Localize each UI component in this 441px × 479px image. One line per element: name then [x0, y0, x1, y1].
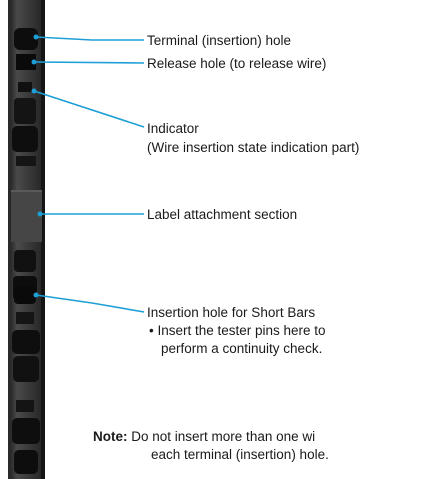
note-block: Note: Do not insert more than one wi eac… [93, 428, 329, 464]
indicator-detail-label: (Wire insertion state indication part) [147, 140, 360, 155]
note-heading: Note: [93, 429, 128, 444]
label-attachment-section [11, 190, 42, 242]
leader-lines [33, 36, 145, 313]
terminal-hole-marker [33, 34, 39, 40]
short-bar-leader [35, 294, 145, 313]
label-section-label: Label attachment section [147, 207, 298, 222]
note-line-1: Do not insert more than one wi [131, 429, 316, 444]
release-hole-leader [33, 61, 145, 64]
indicator-label: Indicator [147, 121, 199, 136]
short-bar-hole [14, 286, 36, 304]
indicator-marker [31, 88, 37, 94]
release-hole [16, 54, 36, 70]
indicator-window [18, 82, 32, 92]
terminal-hole [14, 28, 38, 50]
short-bar-note-line-1: • Insert the tester pins here to [149, 323, 326, 338]
terminal-hole-label: Terminal (insertion) hole [147, 33, 292, 48]
note-line-2: each terminal (insertion) hole. [151, 447, 329, 462]
indicator-leader [33, 90, 145, 128]
short-bar-hole-label: Insertion hole for Short Bars [147, 305, 316, 320]
release-hole-label: Release hole (to release wire) [147, 56, 327, 71]
release-hole-marker [31, 59, 37, 65]
terminal-hole-leader [35, 36, 144, 41]
short-bar-note-line-2: perform a continuity check. [161, 341, 323, 356]
terminal-block [8, 0, 45, 479]
label-section-marker [37, 211, 43, 217]
short-bar-marker [33, 292, 39, 298]
